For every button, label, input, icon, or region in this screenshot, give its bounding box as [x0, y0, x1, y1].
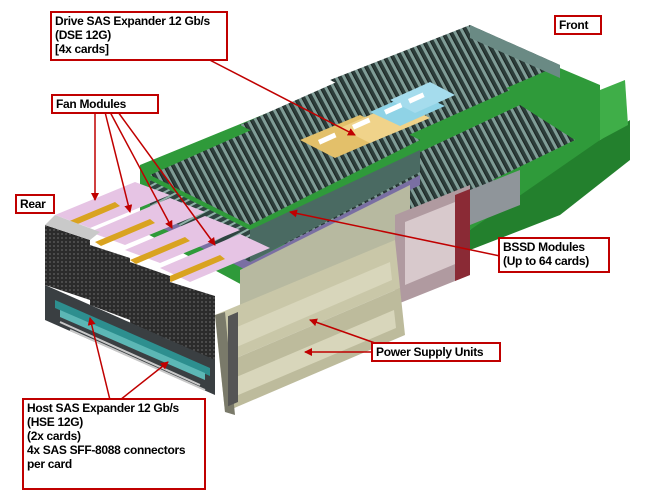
host-sas-expander-label: Host SAS Expander 12 Gb/s (HSE 12G) (2x … — [22, 398, 206, 490]
host-sas-expander-line-2: (HSE 12G) — [27, 415, 83, 429]
fan-modules — [45, 182, 270, 360]
rear-label: Rear — [15, 194, 55, 214]
drive-sas-expander-line-3: [4x cards] — [55, 42, 109, 56]
drive-sas-expander-line-2: (DSE 12G) — [55, 28, 111, 42]
fan-modules-label-text: Fan Modules — [56, 97, 127, 111]
drive-sas-expander-cards — [300, 82, 455, 158]
drive-sas-expander-line-1: Drive SAS Expander 12 Gb/s — [55, 14, 210, 28]
power-supply-units — [215, 240, 405, 415]
host-sas-expander-line-3: (2x cards) — [27, 429, 81, 443]
power-supply-units-label: Power Supply Units — [371, 342, 501, 362]
front-label: Front — [554, 15, 602, 35]
bssd-modules-line-1: BSSD Modules — [503, 240, 585, 254]
drive-sas-expander-label: Drive SAS Expander 12 Gb/s (DSE 12G) [4x… — [50, 11, 228, 61]
bssd-modules-label: BSSD Modules (Up to 64 cards) — [498, 237, 610, 273]
host-sas-expander-line-1: Host SAS Expander 12 Gb/s — [27, 401, 179, 415]
fan-modules-label: Fan Modules — [51, 94, 159, 114]
bssd-modules-line-2: (Up to 64 cards) — [503, 254, 589, 268]
callout-arrows — [87, 54, 501, 401]
rear-label-text: Rear — [20, 197, 46, 211]
front-label-text: Front — [559, 18, 589, 32]
power-supply-units-label-text: Power Supply Units — [376, 345, 484, 359]
host-sas-expander-line-5: per card — [27, 457, 72, 471]
host-sas-expander-line-4: 4x SAS SFF-8088 connectors — [27, 443, 186, 457]
